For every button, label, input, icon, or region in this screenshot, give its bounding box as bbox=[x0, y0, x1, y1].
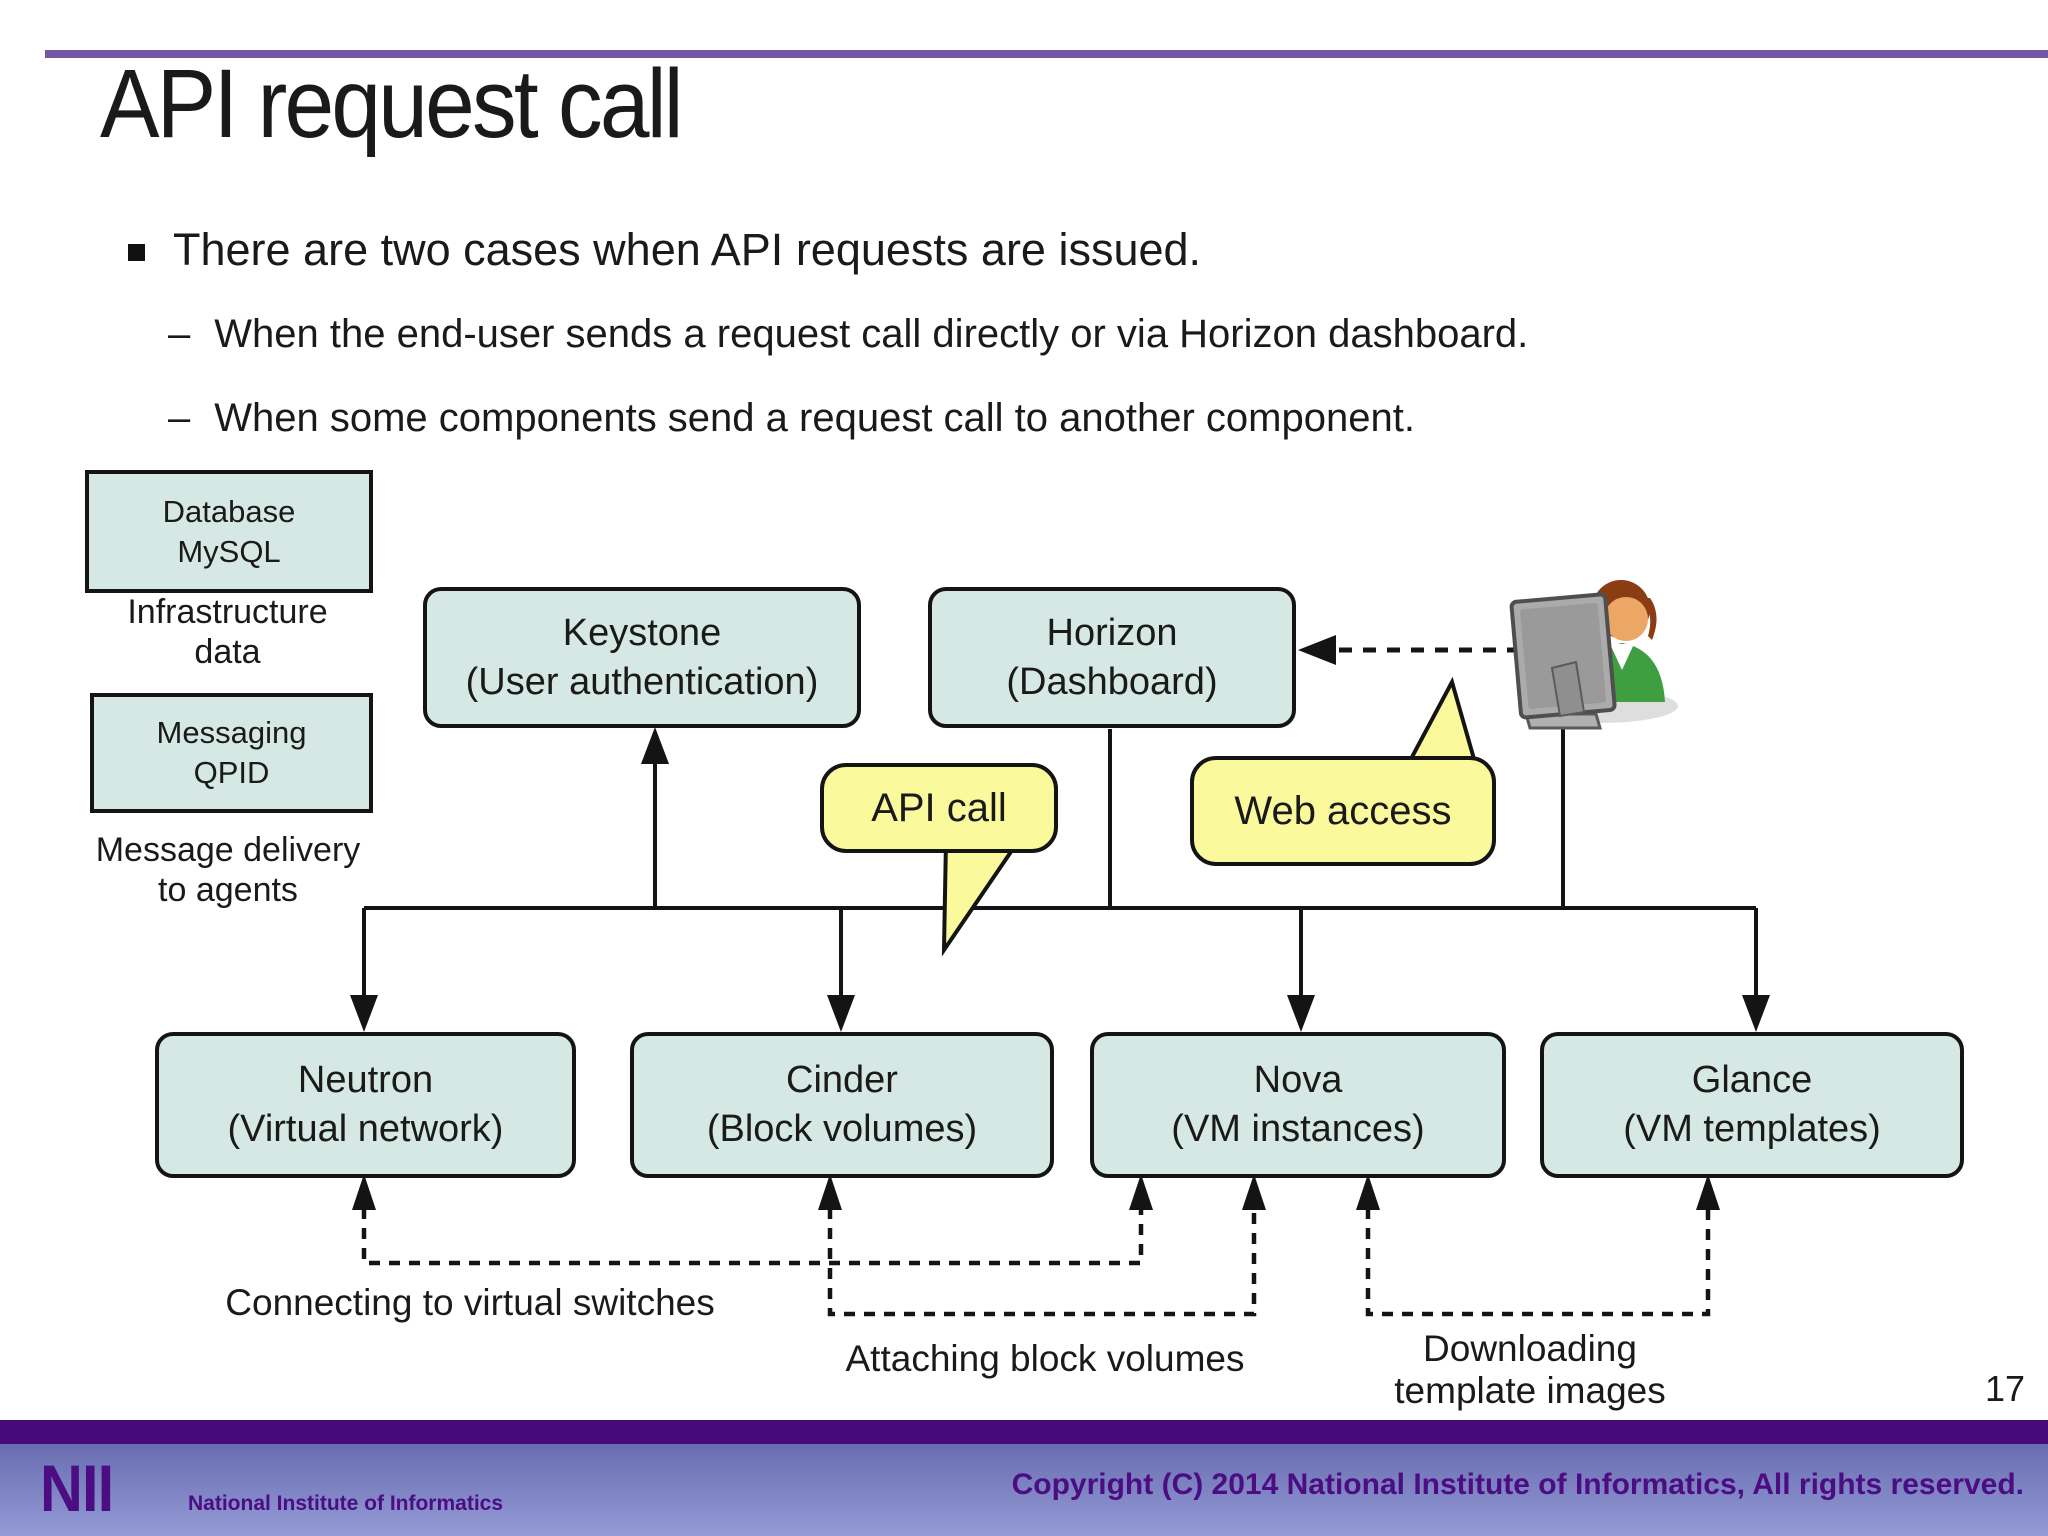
horizon-name: Horizon bbox=[1046, 611, 1178, 654]
database-caption: Infrastructure data bbox=[60, 592, 395, 672]
horizon-box: Horizon (Dashboard) bbox=[928, 587, 1296, 728]
arrow-down-neutron-icon bbox=[350, 995, 378, 1032]
database-box-line2: MySQL bbox=[177, 533, 281, 569]
messaging-caption: Message delivery to agents bbox=[48, 830, 408, 910]
connecting-label: Connecting to virtual switches bbox=[225, 1282, 715, 1323]
glance-name: Glance bbox=[1691, 1059, 1813, 1101]
messaging-caption-line2: to agents bbox=[158, 871, 298, 909]
arrow-up-glance-bottom-icon bbox=[1696, 1174, 1720, 1210]
arrow-up-cinder-bottom-icon bbox=[818, 1174, 842, 1210]
end-user-icon bbox=[1509, 580, 1678, 730]
dashed-connecting-line bbox=[361, 1208, 1144, 1266]
neutron-desc: (Virtual network) bbox=[227, 1108, 504, 1150]
database-mysql-box: Database MySQL bbox=[85, 470, 373, 593]
arrow-up-nova-bottom3-icon bbox=[1356, 1174, 1380, 1210]
sub-bullet-1: – When the end-user sends a request call… bbox=[168, 312, 1528, 357]
dash-bullet-icon: – bbox=[168, 312, 191, 356]
nova-box: Nova (VM instances) bbox=[1090, 1032, 1506, 1178]
keystone-desc: (User authentication) bbox=[465, 660, 819, 703]
web-access-label: Web access bbox=[1234, 788, 1452, 833]
dashed-attaching-line bbox=[827, 1208, 1257, 1317]
nii-logo: NII bbox=[40, 1451, 114, 1525]
messaging-qpid-box: Messaging QPID bbox=[90, 693, 373, 813]
glance-box: Glance (VM templates) bbox=[1540, 1032, 1964, 1178]
footer-background bbox=[0, 1444, 2048, 1536]
arrow-left-horizon-icon bbox=[1298, 635, 1336, 665]
nii-logo-subtext: National Institute of Informatics bbox=[188, 1492, 504, 1515]
api-call-bubble: API call bbox=[820, 763, 1058, 853]
nova-name: Nova bbox=[1253, 1059, 1343, 1101]
keystone-box: Keystone (User authentication) bbox=[423, 587, 861, 728]
api-call-label: API call bbox=[871, 785, 1007, 830]
neutron-name: Neutron bbox=[297, 1059, 434, 1101]
copyright-text: Copyright (C) 2014 National Institute of… bbox=[1011, 1468, 2024, 1501]
arrow-up-keystone-icon bbox=[641, 727, 669, 764]
database-caption-line2: data bbox=[194, 633, 261, 671]
user-hair-side bbox=[1640, 598, 1657, 640]
horizon-desc: (Dashboard) bbox=[1006, 660, 1218, 703]
page-title: API request call bbox=[100, 49, 684, 158]
monitor-neck-icon bbox=[1550, 660, 1586, 718]
downloading-label-line1: Downloading bbox=[1423, 1328, 1637, 1369]
api-call-bubble-tail bbox=[941, 838, 1023, 957]
user-collar bbox=[1610, 644, 1634, 670]
arrow-down-cinder-icon bbox=[827, 995, 855, 1032]
messaging-box-line2: QPID bbox=[193, 755, 270, 790]
nova-desc: (VM instances) bbox=[1171, 1108, 1425, 1150]
sub-bullet-2: – When some components send a request ca… bbox=[168, 396, 1415, 441]
cinder-desc: (Block volumes) bbox=[706, 1108, 978, 1150]
downloading-label: Downloading template images bbox=[1320, 1328, 1740, 1412]
arrow-down-nova-icon bbox=[1287, 995, 1315, 1032]
cinder-box: Cinder (Block volumes) bbox=[630, 1032, 1054, 1178]
messaging-caption-line1: Message delivery bbox=[95, 831, 361, 869]
user-face-icon bbox=[1604, 597, 1648, 641]
web-access-bubble: Web access bbox=[1190, 756, 1496, 866]
keystone-name: Keystone bbox=[562, 611, 722, 654]
downloading-label-line2: template images bbox=[1394, 1370, 1666, 1411]
sub-bullet-2-text: When some components send a request call… bbox=[214, 396, 1415, 440]
arrow-up-neutron-bottom-icon bbox=[352, 1174, 376, 1210]
main-bullet-text: There are two cases when API requests ar… bbox=[173, 224, 1202, 275]
arrow-down-glance-icon bbox=[1742, 995, 1770, 1032]
attaching-label: Attaching block volumes bbox=[845, 1338, 1245, 1379]
page-number: 17 bbox=[1985, 1368, 2026, 1409]
dashed-downloading-line bbox=[1365, 1208, 1711, 1317]
title-rule bbox=[45, 50, 2048, 58]
footer-rule bbox=[0, 1420, 2048, 1444]
database-box-line1: Database bbox=[162, 493, 296, 529]
main-bullet: There are two cases when API requests ar… bbox=[128, 224, 1201, 276]
database-caption-line1: Infrastructure bbox=[127, 593, 328, 631]
sub-bullet-1-text: When the end-user sends a request call d… bbox=[214, 312, 1529, 356]
neutron-box: Neutron (Virtual network) bbox=[155, 1032, 576, 1178]
cinder-name: Cinder bbox=[786, 1059, 898, 1101]
glance-desc: (VM templates) bbox=[1623, 1108, 1881, 1150]
dash-bullet-icon: – bbox=[168, 396, 191, 440]
bullet-square-icon bbox=[128, 243, 145, 261]
messaging-box-line1: Messaging bbox=[156, 715, 307, 750]
arrow-up-nova-bottom1-icon bbox=[1129, 1174, 1153, 1210]
arrow-up-nova-bottom2-icon bbox=[1242, 1174, 1266, 1210]
